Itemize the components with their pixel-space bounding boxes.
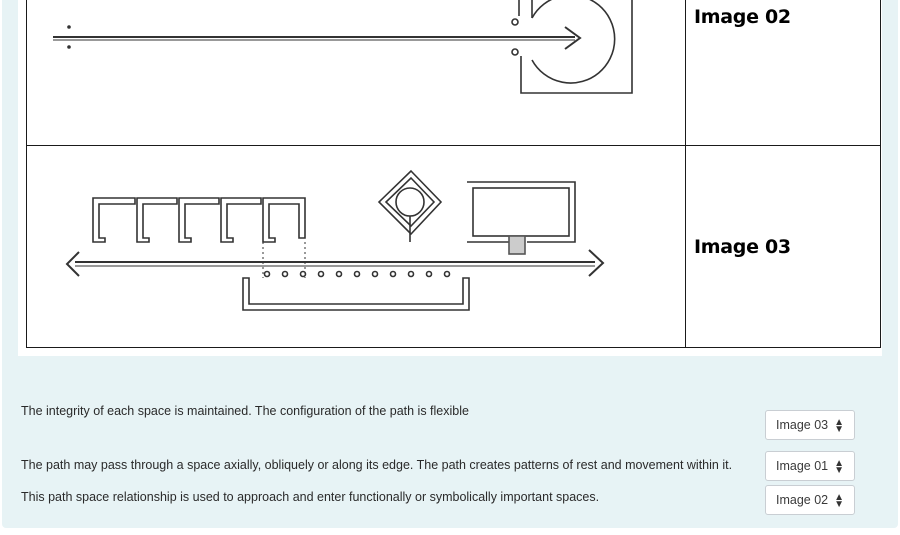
- select-value: Image 02: [776, 493, 829, 507]
- table-row: Image 03: [26, 145, 881, 348]
- path-into-space-drawing: [53, 0, 633, 94]
- select-value: Image 01: [776, 459, 829, 473]
- statement-text: The integrity of each space is maintaine…: [21, 404, 469, 418]
- drawing-image-02: [26, 0, 686, 146]
- drawing-image-03: [26, 145, 686, 348]
- label-cell: Image 02: [685, 0, 881, 146]
- statement-text: This path space relationship is used to …: [21, 490, 600, 504]
- match-select-2[interactable]: Image 01 ▲▼: [765, 451, 855, 481]
- table-row: Image 02: [26, 0, 881, 146]
- path-terminating-drawing: [65, 169, 605, 311]
- image-table: Image 02: [26, 0, 881, 348]
- image-label: Image 03: [694, 235, 791, 258]
- updown-caret-icon: ▲▼: [834, 492, 844, 510]
- label-cell: Image 03: [685, 145, 881, 348]
- image-label: Image 02: [694, 5, 791, 28]
- match-select-3[interactable]: Image 02 ▲▼: [765, 485, 855, 515]
- select-value: Image 03: [776, 418, 829, 432]
- statement-text: The path may pass through a space axiall…: [21, 458, 733, 472]
- match-select-1[interactable]: Image 03 ▲▼: [765, 410, 855, 440]
- updown-caret-icon: ▲▼: [834, 458, 844, 476]
- updown-caret-icon: ▲▼: [834, 417, 844, 435]
